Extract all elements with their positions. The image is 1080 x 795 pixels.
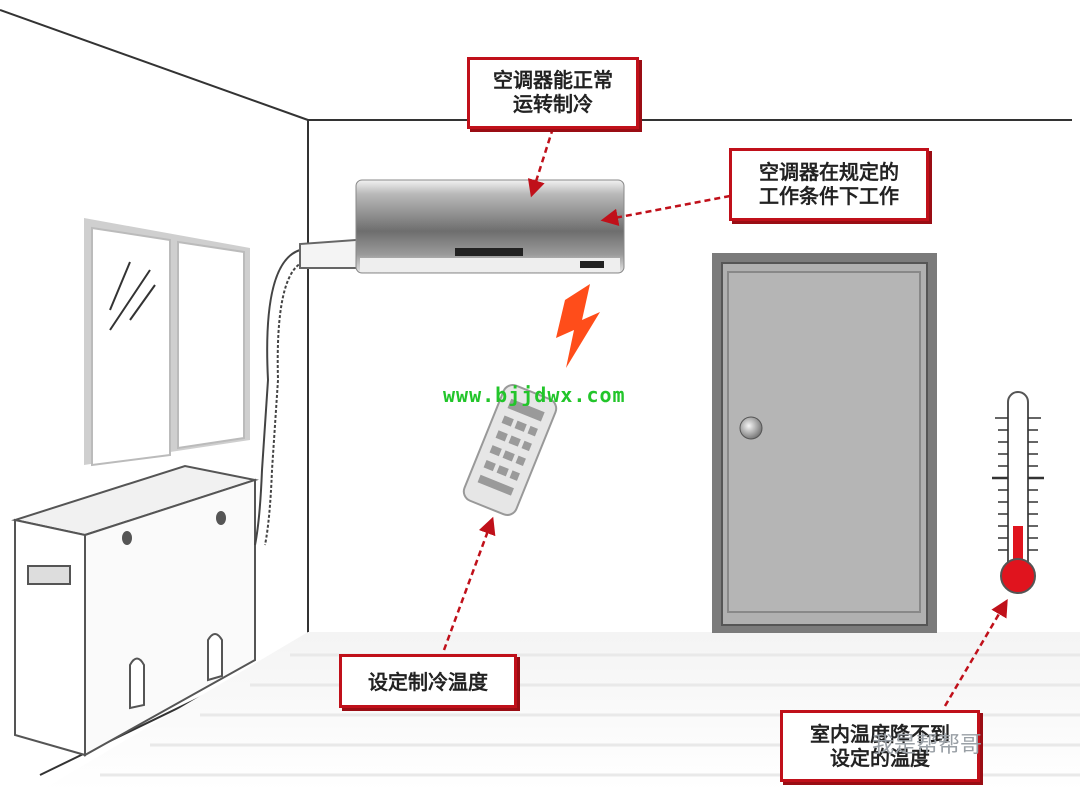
callout-room-temp: 室内温度降不到 设定的温度 xyxy=(780,710,980,782)
refrigerant-pipes xyxy=(254,239,357,546)
outdoor-unit xyxy=(11,464,259,757)
callout-room-temp-line1: 室内温度降不到 xyxy=(810,722,950,746)
thermometer-icon xyxy=(992,391,1044,594)
arrow-ac-conditions xyxy=(600,194,731,226)
callout-set-temp: 设定制冷温度 xyxy=(339,654,517,708)
callout-ac-runs: 空调器能正常 运转制冷 xyxy=(467,57,639,129)
signal-lightning-icon xyxy=(556,284,600,368)
door xyxy=(712,253,937,633)
remote-control xyxy=(462,384,558,516)
callout-ac-runs-line1: 空调器能正常 xyxy=(493,68,613,92)
callout-ac-conditions-line2: 工作条件下工作 xyxy=(759,184,899,208)
air-conditioner xyxy=(355,179,625,274)
website-watermark: www.bjjdwx.com xyxy=(443,383,626,407)
callout-ac-conditions-line1: 空调器在规定的 xyxy=(759,160,899,184)
callout-arrows xyxy=(442,127,1008,707)
callout-ac-conditions: 空调器在规定的 工作条件下工作 xyxy=(729,148,929,221)
arrow-room-temp xyxy=(943,598,1008,707)
callout-room-temp-line2: 设定的温度 xyxy=(830,746,930,770)
arrow-set-temp xyxy=(442,516,496,651)
window xyxy=(84,218,250,467)
brand-watermark: 我是帮帮哥 xyxy=(872,733,983,758)
callout-ac-runs-line2: 运转制冷 xyxy=(513,92,593,116)
callout-set-temp-line1: 设定制冷温度 xyxy=(368,670,488,694)
arrow-ac-runs xyxy=(527,127,555,198)
